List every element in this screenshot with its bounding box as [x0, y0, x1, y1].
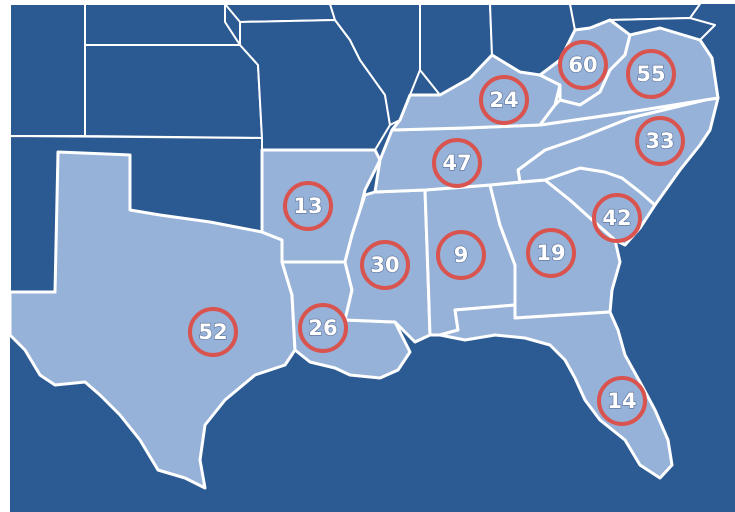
region-florida — [438, 303, 674, 480]
marker-ring-florida — [597, 376, 647, 426]
marker-label-florida: 14 — [607, 389, 636, 413]
region-colorado — [9, 3, 86, 137]
marker-label-arkansas: 13 — [293, 194, 322, 218]
marker-ring-north-carolina — [635, 116, 685, 166]
marker-ring-tennessee — [432, 138, 482, 188]
marker-ring-georgia — [526, 228, 576, 278]
marker-label-georgia: 19 — [536, 241, 565, 265]
marker-ring-kentucky — [479, 75, 529, 125]
marker-label-virginia: 55 — [636, 62, 665, 86]
marker-label-alabama: 9 — [454, 243, 469, 267]
value-markers: 52 26 13 30 9 19 14 42 33 47 24 60 55 — [188, 40, 685, 426]
highlighted-states — [8, 18, 720, 490]
marker-label-mississippi: 30 — [370, 253, 399, 277]
marker-label-kentucky: 24 — [489, 88, 518, 112]
marker-ring-arkansas — [283, 181, 333, 231]
marker-ring-louisiana — [298, 303, 348, 353]
marker-label-louisiana: 26 — [308, 316, 337, 340]
marker-ring-west-virginia — [558, 40, 608, 90]
marker-ring-texas — [188, 307, 238, 357]
marker-label-texas: 52 — [198, 320, 227, 344]
marker-ring-south-carolina — [592, 193, 642, 243]
marker-label-tennessee: 47 — [442, 151, 471, 175]
region-texas — [8, 150, 297, 490]
region-kansas — [84, 44, 263, 139]
region-iowa — [224, 3, 336, 23]
marker-ring-virginia — [626, 49, 676, 99]
marker-ring-alabama — [436, 230, 486, 280]
marker-label-west-virginia: 60 — [568, 53, 597, 77]
other-states — [9, 3, 716, 293]
marker-ring-mississippi — [360, 240, 410, 290]
region-nebraska — [84, 3, 241, 46]
marker-label-north-carolina: 33 — [645, 129, 674, 153]
marker-label-south-carolina: 42 — [602, 206, 631, 230]
